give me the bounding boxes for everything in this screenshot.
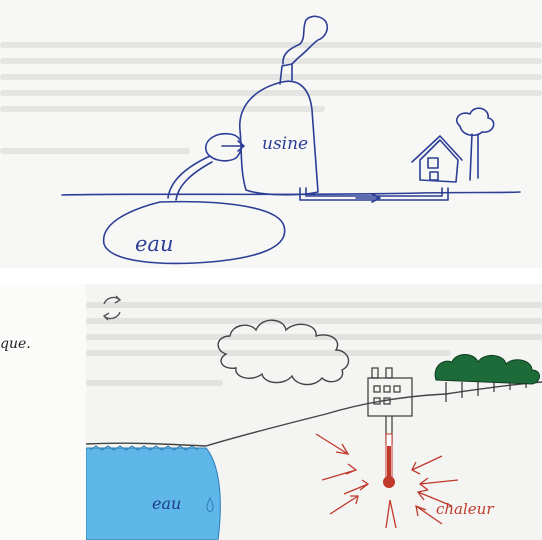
- tree-crown: [457, 108, 494, 135]
- cloud: [218, 320, 348, 384]
- bottom-drawing-panel: eau chaleur: [86, 284, 542, 540]
- arrow-into-factory: [222, 141, 244, 151]
- top-drawing-panel: usine eau: [0, 0, 542, 268]
- tree-row: [435, 355, 539, 403]
- power-plant: [368, 368, 412, 444]
- label-eau-bottom: eau: [152, 494, 181, 513]
- house-window: [430, 172, 438, 180]
- ground-line: [86, 382, 542, 446]
- house: [420, 140, 458, 182]
- scrap-text: que.: [0, 336, 31, 352]
- recycle-icon: [104, 296, 120, 320]
- label-chaleur: chaleur: [436, 500, 494, 518]
- pump-shape: [206, 134, 242, 161]
- left-scrap-panel: que.: [0, 284, 86, 540]
- label-eau: eau: [135, 232, 173, 256]
- thermometer-icon: [383, 434, 395, 488]
- house-window: [428, 158, 438, 168]
- lake-outline: [104, 202, 285, 264]
- factory-smoke: [283, 16, 327, 64]
- tree-trunk: [470, 134, 478, 180]
- label-usine: usine: [262, 134, 308, 154]
